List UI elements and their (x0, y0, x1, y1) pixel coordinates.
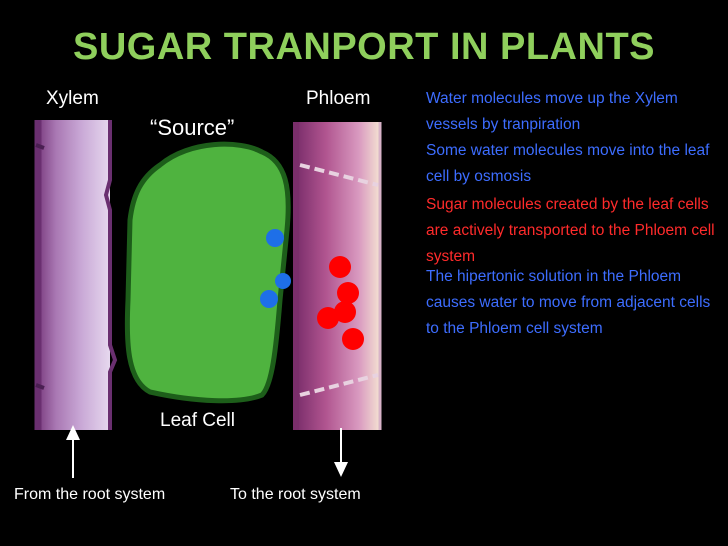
note-active-transport: Sugar molecules created by the leaf cell… (426, 196, 715, 265)
sugar-molecule (342, 328, 364, 350)
phloem-label: Phloem (306, 88, 371, 109)
leaf-cell-label: Leaf Cell (160, 410, 235, 431)
sugar-molecule (337, 282, 359, 304)
from-root-label: From the root system (14, 486, 166, 503)
water-molecule (260, 290, 278, 308)
source-label: “Source” (150, 115, 235, 140)
arrow-down-icon (334, 428, 348, 477)
to-root-label: To the root system (230, 486, 361, 503)
sugar-molecule (317, 307, 339, 329)
sugar-molecule (329, 256, 351, 278)
xylem-vessel (34, 120, 118, 430)
page-title: SUGAR TRANPORT IN PLANTS (73, 26, 655, 68)
note-hypertonic: The hipertonic solution in the Phloem ca… (426, 268, 711, 337)
leaf-cell (124, 141, 291, 404)
water-molecule (275, 273, 291, 289)
sugar-molecule (334, 301, 356, 323)
note-transpiration: Water molecules move up the Xylem vessel… (426, 90, 678, 133)
arrow-up-icon (66, 425, 80, 478)
xylem-label: Xylem (46, 88, 99, 109)
water-molecule (266, 229, 284, 247)
note-osmosis: Some water molecules move into the leaf … (426, 142, 710, 185)
